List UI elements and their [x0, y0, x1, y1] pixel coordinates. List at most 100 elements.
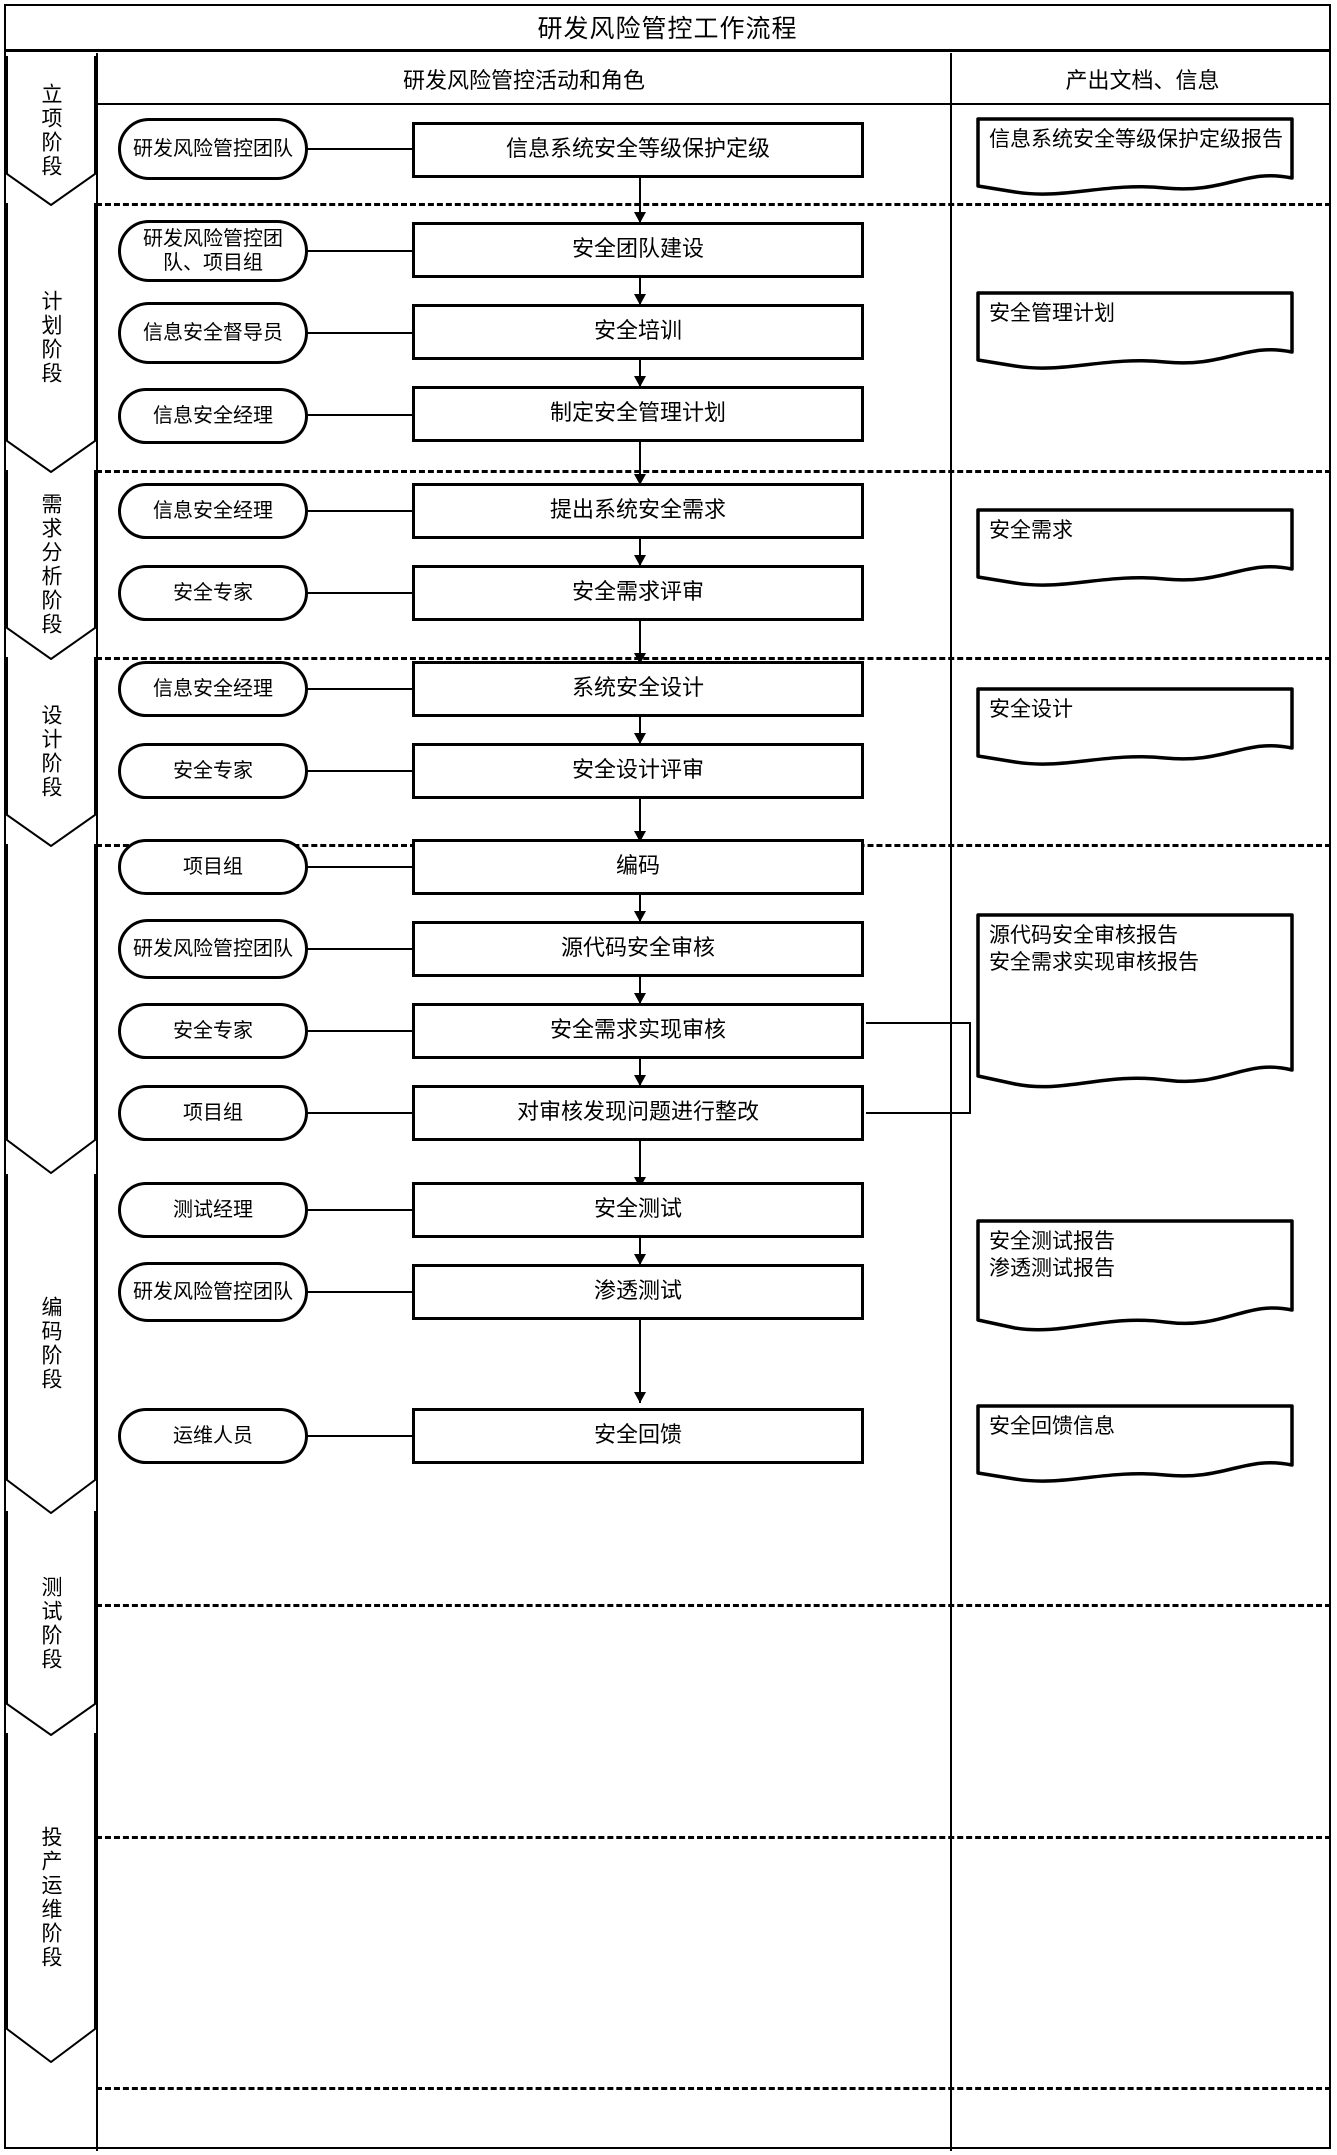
activity-label: 编码	[615, 853, 660, 879]
role-capsule-r15[interactable]: 运维人员	[118, 1408, 308, 1464]
document-shape-d1[interactable]: 信息系统安全等级保护定级报告	[975, 116, 1295, 198]
activity-box-a10[interactable]: 源代码安全审核	[412, 921, 864, 977]
header-row-divider	[96, 103, 1331, 105]
role-capsule-r5[interactable]: 信息安全经理	[118, 483, 308, 539]
stage-separator-6	[96, 1836, 1331, 1839]
page-title: 研发风险管控工作流程	[537, 13, 798, 43]
activity-label: 信息系统安全等级保护定级	[505, 136, 770, 162]
arrow-a5-a6	[634, 555, 646, 566]
activity-box-a11[interactable]: 安全需求实现审核	[412, 1003, 864, 1059]
role-label: 安全专家	[173, 1018, 253, 1043]
activity-label: 源代码安全审核	[560, 935, 715, 961]
document-shape-d4[interactable]: 安全设计	[975, 686, 1295, 768]
stage-design: 设计阶段	[6, 657, 96, 847]
stage-initiation: 立项阶段	[6, 56, 96, 206]
activity-box-a13[interactable]: 安全测试	[412, 1182, 864, 1238]
connector-r4-a4	[306, 414, 414, 416]
activity-box-a8[interactable]: 安全设计评审	[412, 743, 864, 799]
activity-box-a4[interactable]: 制定安全管理计划	[412, 386, 864, 442]
role-label: 研发风险管控团队、项目组	[143, 226, 283, 274]
role-capsule-r9[interactable]: 项目组	[118, 839, 308, 895]
role-capsule-r11[interactable]: 安全专家	[118, 1003, 308, 1059]
flow-a11-a12	[639, 1057, 641, 1085]
document-shape-d2[interactable]: 安全管理计划	[975, 290, 1295, 372]
document-icon	[976, 1219, 1294, 1332]
flow-a8-a9	[639, 797, 641, 841]
stage-label-design: 设计阶段	[39, 704, 63, 800]
role-capsule-r6[interactable]: 安全专家	[118, 565, 308, 621]
document-icon	[976, 508, 1294, 587]
role-label: 信息安全督导员	[143, 320, 283, 345]
connector-r15-a15	[306, 1435, 414, 1437]
activity-box-a3[interactable]: 安全培训	[412, 304, 864, 360]
activity-box-a5[interactable]: 提出系统安全需求	[412, 483, 864, 539]
role-capsule-r4[interactable]: 信息安全经理	[118, 388, 308, 444]
arrow-a7-a8	[634, 733, 646, 744]
arrow-a1-a2	[634, 212, 646, 223]
flow-a14-a15	[639, 1318, 641, 1403]
document-label: 源代码安全审核报告 安全需求实现审核报告	[989, 923, 1199, 974]
role-capsule-r8[interactable]: 安全专家	[118, 743, 308, 799]
connector-r7-a7	[306, 688, 414, 690]
stage-coding-label-holder: 编码阶段	[6, 1174, 96, 1514]
stage-label-initiation: 立项阶段	[39, 83, 63, 179]
activity-box-a7[interactable]: 系统安全设计	[412, 661, 864, 717]
activity-label: 安全需求实现审核	[549, 1017, 726, 1043]
stage-chevron-icon	[6, 203, 96, 473]
stage-separator-5	[96, 1604, 1331, 1607]
activity-label: 系统安全设计	[571, 675, 704, 701]
activity-box-a2[interactable]: 安全团队建设	[412, 222, 864, 278]
flow-a6-a7	[639, 619, 641, 663]
arrow-a8-a9	[634, 831, 646, 842]
stage-label-coding: 编码阶段	[39, 1296, 63, 1392]
activity-label: 制定安全管理计划	[549, 400, 726, 426]
flow-a7-a8	[639, 715, 641, 743]
role-capsule-r12[interactable]: 项目组	[118, 1085, 308, 1141]
diagram-border	[4, 4, 1331, 2149]
role-capsule-r10[interactable]: 研发风险管控团队	[118, 919, 308, 979]
arrow-a14-a15	[634, 1392, 646, 1403]
document-shape-d6[interactable]: 安全测试报告 渗透测试报告	[975, 1218, 1295, 1338]
role-capsule-r14[interactable]: 研发风险管控团队	[118, 1262, 308, 1322]
role-capsule-r2[interactable]: 研发风险管控团队、项目组	[118, 220, 308, 282]
feedback-loop-segment-top	[866, 1022, 971, 1024]
role-label: 信息安全经理	[153, 403, 273, 428]
document-icon	[976, 687, 1294, 766]
flow-a12-a13	[639, 1139, 641, 1187]
connector-r13-a13	[306, 1209, 414, 1211]
stage-label-operations: 投产运维阶段	[39, 1826, 63, 1970]
connector-r8-a8	[306, 770, 414, 772]
arrow-a10-a11	[634, 993, 646, 1004]
role-label: 研发风险管控团队	[133, 1279, 293, 1304]
document-shape-d3[interactable]: 安全需求	[975, 507, 1295, 589]
role-label: 研发风险管控团队	[133, 936, 293, 961]
document-shape-d7[interactable]: 安全回馈信息	[975, 1403, 1295, 1485]
role-capsule-r1[interactable]: 研发风险管控团队	[118, 118, 308, 180]
column-divider-stage	[96, 53, 98, 2151]
activity-box-a15[interactable]: 安全回馈	[412, 1408, 864, 1464]
role-capsule-r7[interactable]: 信息安全经理	[118, 661, 308, 717]
flow-a4-a5	[639, 440, 641, 484]
activity-label: 安全团队建设	[571, 236, 704, 262]
role-capsule-r13[interactable]: 测试经理	[118, 1182, 308, 1238]
connector-r9-a9	[306, 866, 414, 868]
role-capsule-r3[interactable]: 信息安全督导员	[118, 302, 308, 364]
connector-r1-a1	[306, 148, 414, 150]
document-label: 安全设计	[989, 697, 1073, 721]
arrow-a2-a3	[634, 294, 646, 305]
role-label: 安全专家	[173, 580, 253, 605]
flow-a13-a14	[639, 1236, 641, 1264]
stage-separator-2	[96, 470, 1331, 473]
arrow-a13-a14	[634, 1254, 646, 1265]
stage-label-testing: 测试阶段	[39, 1575, 63, 1672]
stage-label-planning: 计划阶段	[39, 290, 63, 386]
activity-box-a9[interactable]: 编码	[412, 839, 864, 895]
document-label: 安全需求	[989, 518, 1073, 542]
activity-box-a14[interactable]: 渗透测试	[412, 1264, 864, 1320]
activity-box-a6[interactable]: 安全需求评审	[412, 565, 864, 621]
activity-box-a1[interactable]: 信息系统安全等级保护定级	[412, 122, 864, 178]
activity-box-a12[interactable]: 对审核发现问题进行整改	[412, 1085, 864, 1141]
connector-r5-a5	[306, 510, 414, 512]
document-shape-d5[interactable]: 源代码安全审核报告 安全需求实现审核报告	[975, 912, 1295, 1102]
